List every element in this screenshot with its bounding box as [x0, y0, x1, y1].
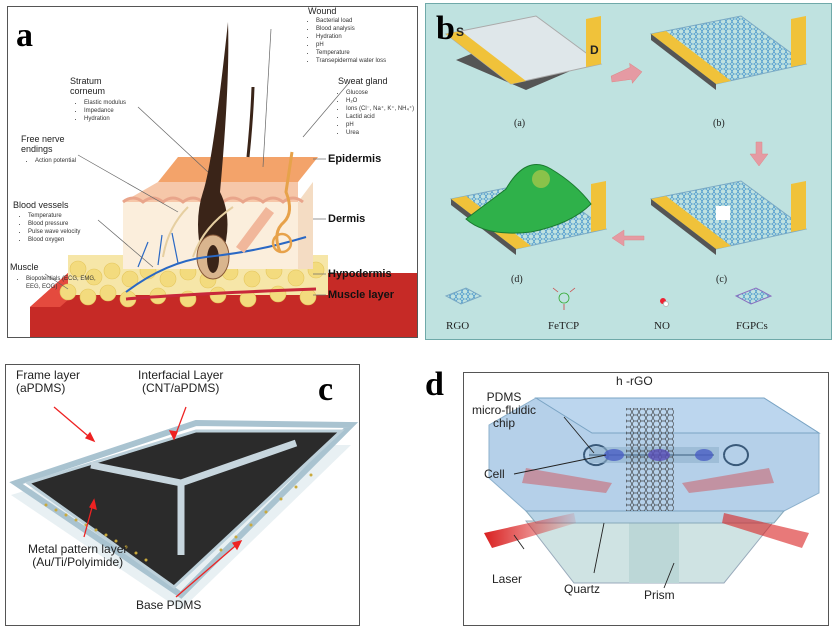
muscle-list: Biopotentials (ECG, EMG, EEG, EOG)	[18, 275, 96, 291]
wound-title: Wound	[308, 6, 337, 16]
blood-vessels-title: Blood vessels	[13, 200, 69, 210]
wound-item: pH	[316, 41, 386, 49]
no-icon	[660, 298, 669, 307]
muscle-item: EEG, EOG)	[26, 284, 58, 290]
fgpcs-icon	[734, 287, 773, 305]
skin-cross-section-illustration	[30, 22, 417, 337]
panel-d-outer-label: d	[425, 366, 444, 403]
fetcp-icon	[552, 287, 576, 310]
wound-list: Bacterial load Blood analysis Hydration …	[308, 17, 386, 65]
sweat-item: pH	[346, 121, 414, 129]
sweat-item: Urea	[346, 129, 414, 137]
step-label-b: (b)	[713, 118, 725, 129]
device-step-a	[444, 15, 603, 90]
step-label-c: (c)	[716, 274, 728, 285]
cell-label: Cell	[484, 467, 505, 481]
panel-b-label: b	[436, 10, 455, 47]
panel-c-label: c	[318, 371, 334, 408]
nerve-item: Action potential	[35, 157, 76, 165]
device-step-b	[649, 15, 808, 90]
panel-a: a Wound Bacterial load Blood analysis Hy…	[7, 6, 418, 338]
legend-rgo: RGO	[446, 320, 470, 332]
sweat-gland-title: Sweat gland	[338, 76, 388, 86]
prism-label: Prism	[644, 588, 675, 602]
device-step-d	[449, 164, 608, 255]
biosensor-fabrication-illustration	[444, 15, 808, 310]
blood-item: Temperature	[28, 212, 80, 220]
flow-arrows	[610, 62, 769, 247]
blood-item: Blood oxygen	[28, 236, 80, 244]
sweat-item: Glucose	[346, 89, 414, 97]
wound-item: Transepidermal water loss	[316, 57, 386, 65]
stratum-item: Elastic modulus	[84, 99, 126, 107]
blood-vessels-list: Temperature Blood pressure Pulse wave ve…	[20, 212, 80, 244]
metal-pattern-label: Metal pattern layer (Au/Ti/Polyimide)	[28, 542, 128, 570]
electrode-s: S	[456, 25, 465, 39]
wound-item: Bacterial load	[316, 17, 386, 25]
layer-dermis: Dermis	[328, 213, 366, 225]
panel-b: b S D (a) (b) (c) (d) RGO FeTCP NO FGPCs	[425, 3, 832, 340]
quartz-label: Quartz	[564, 582, 601, 596]
sweat-item: Ions (Cl⁻, Na⁺, K⁺, NH₄⁺)	[346, 105, 414, 113]
wound-item: Temperature	[316, 49, 386, 57]
stratum-title: Stratum corneum	[70, 76, 106, 96]
nerve-title: Free nerve endings	[21, 134, 65, 154]
stratum-list: Elastic modulus Impedance Hydration	[76, 99, 126, 123]
stratum-item: Hydration	[84, 115, 126, 123]
legend-fgpcs: FGPCs	[736, 320, 768, 332]
stratum-item: Impedance	[84, 107, 126, 115]
panel-c: c Frame layer (aPDMS) Interfacial Layer …	[5, 364, 360, 626]
layer-muscle: Muscle layer	[328, 289, 395, 301]
interfacial-layer-label: Interfacial Layer (CNT/aPDMS)	[138, 368, 224, 396]
sweat-item: H₂O	[346, 97, 414, 105]
panel-d: d PDMS micro-fluidic chip h -rGO Cell La…	[463, 372, 829, 626]
layer-epidermis: Epidermis	[328, 153, 382, 165]
triangular-sensor-illustration	[9, 406, 359, 610]
step-label-a: (a)	[514, 118, 526, 129]
hrgo-label: h -rGO	[616, 374, 653, 388]
wound-item: Hydration	[316, 33, 386, 41]
blood-item: Blood pressure	[28, 220, 80, 228]
legend-no: NO	[654, 320, 670, 332]
microfluidic-chip-illustration	[484, 397, 821, 589]
frame-layer-label: Frame layer (aPDMS)	[16, 368, 81, 396]
sweat-gland-list: Glucose H₂O Ions (Cl⁻, Na⁺, K⁺, NH₄⁺) La…	[338, 89, 414, 137]
electrode-d: D	[590, 43, 599, 57]
wound-item: Blood analysis	[316, 25, 386, 33]
muscle-title: Muscle	[10, 262, 39, 272]
base-pdms-label: Base PDMS	[136, 598, 202, 612]
nerve-list: Action potential	[27, 157, 76, 165]
device-step-c	[649, 180, 808, 255]
step-label-d: (d)	[511, 274, 523, 285]
laser-label: Laser	[492, 572, 523, 586]
muscle-item: Biopotentials (ECG, EMG,	[26, 275, 96, 283]
blood-item: Pulse wave velocity	[28, 228, 80, 236]
layer-hypodermis: Hypodermis	[328, 268, 392, 280]
pdms-chip-label: PDMS micro-fluidic chip	[472, 390, 537, 431]
rgo-icon	[444, 287, 483, 305]
panel-a-label: a	[16, 17, 33, 54]
sweat-item: Lactid acid	[346, 113, 414, 121]
legend-fetcp: FeTCP	[548, 320, 580, 332]
